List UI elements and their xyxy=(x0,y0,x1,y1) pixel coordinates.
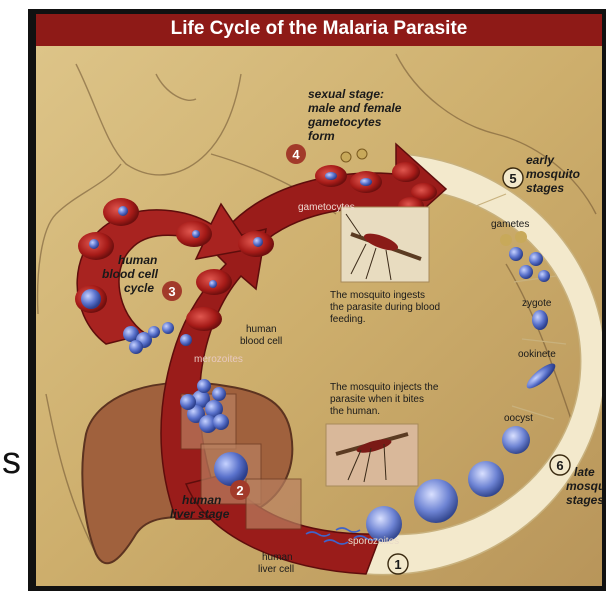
stage2-label-line1: human xyxy=(182,493,221,507)
ingests-caption-line3: feeding. xyxy=(330,314,366,325)
oocyst-small xyxy=(502,426,530,454)
stage4-label-line2: male and female xyxy=(308,101,402,115)
gametes-label: gametes xyxy=(491,219,529,230)
cycle-diagram: 1 2 3 4 5 6 sexual stage: male and femal… xyxy=(36,14,602,586)
merozoites-label: merozoites xyxy=(194,354,243,365)
liver-cell-box xyxy=(246,479,301,529)
stage5-label-line2: mosquito xyxy=(526,167,580,181)
gametocytes-label: gametocytes xyxy=(298,202,355,213)
step-number-3: 3 xyxy=(168,284,175,299)
injects-caption-line3: the human. xyxy=(330,406,380,417)
step-number-6: 6 xyxy=(556,458,563,473)
step-number-5: 5 xyxy=(509,171,516,186)
ingests-caption-line2: the parasite during blood xyxy=(330,302,440,313)
step-number-1: 1 xyxy=(394,557,401,572)
stage3-label-line3: cycle xyxy=(124,281,154,295)
step-number-2: 2 xyxy=(236,483,243,498)
injects-caption-line1: The mosquito injects the xyxy=(330,382,439,393)
human-blood-cell-label-line1: human xyxy=(246,324,277,335)
stage3-label-line2: blood cell xyxy=(102,267,159,281)
stage2-label-line2: liver stage xyxy=(170,507,230,521)
stage3-label-line1: human xyxy=(118,253,157,267)
mosquito-feeding-image xyxy=(341,207,429,282)
human-liver-cell-label-line2: liver cell xyxy=(258,564,294,575)
male-symbol-icon xyxy=(341,152,351,162)
stage6-label-line1: late xyxy=(574,465,595,479)
oocyst-medium xyxy=(468,461,504,497)
oocyst-label: oocyst xyxy=(504,413,533,424)
oocyst-large xyxy=(414,479,458,523)
human-blood-cell-label-line2: blood cell xyxy=(240,336,282,347)
stage5-label-line1: early xyxy=(526,153,555,167)
human-liver-cell-label-line1: human xyxy=(262,552,293,563)
stage4-label-line3: gametocytes xyxy=(307,115,382,129)
injects-caption-line2: parasite when it bites xyxy=(330,394,424,405)
zygote-illustration xyxy=(532,310,548,330)
sporozoites-label: sporozoites xyxy=(348,536,399,547)
malaria-life-cycle-poster: Life Cycle of the Malaria Parasite xyxy=(36,14,602,586)
ookinete-label: ookinete xyxy=(518,349,556,360)
mosquito-biting-image xyxy=(326,424,418,486)
stray-letter: s xyxy=(2,442,21,480)
step-number-4: 4 xyxy=(292,147,300,162)
stage4-label-line4: form xyxy=(308,129,335,143)
stage6-label-line3: stages xyxy=(566,493,602,507)
female-symbol-icon xyxy=(357,149,367,159)
ingests-caption-line1: The mosquito ingests xyxy=(330,290,425,301)
stage5-label-line3: stages xyxy=(526,181,564,195)
stage6-label-line2: mosquito xyxy=(566,479,602,493)
stage4-label-line1: sexual stage: xyxy=(308,87,384,101)
zygote-label: zygote xyxy=(522,298,552,309)
